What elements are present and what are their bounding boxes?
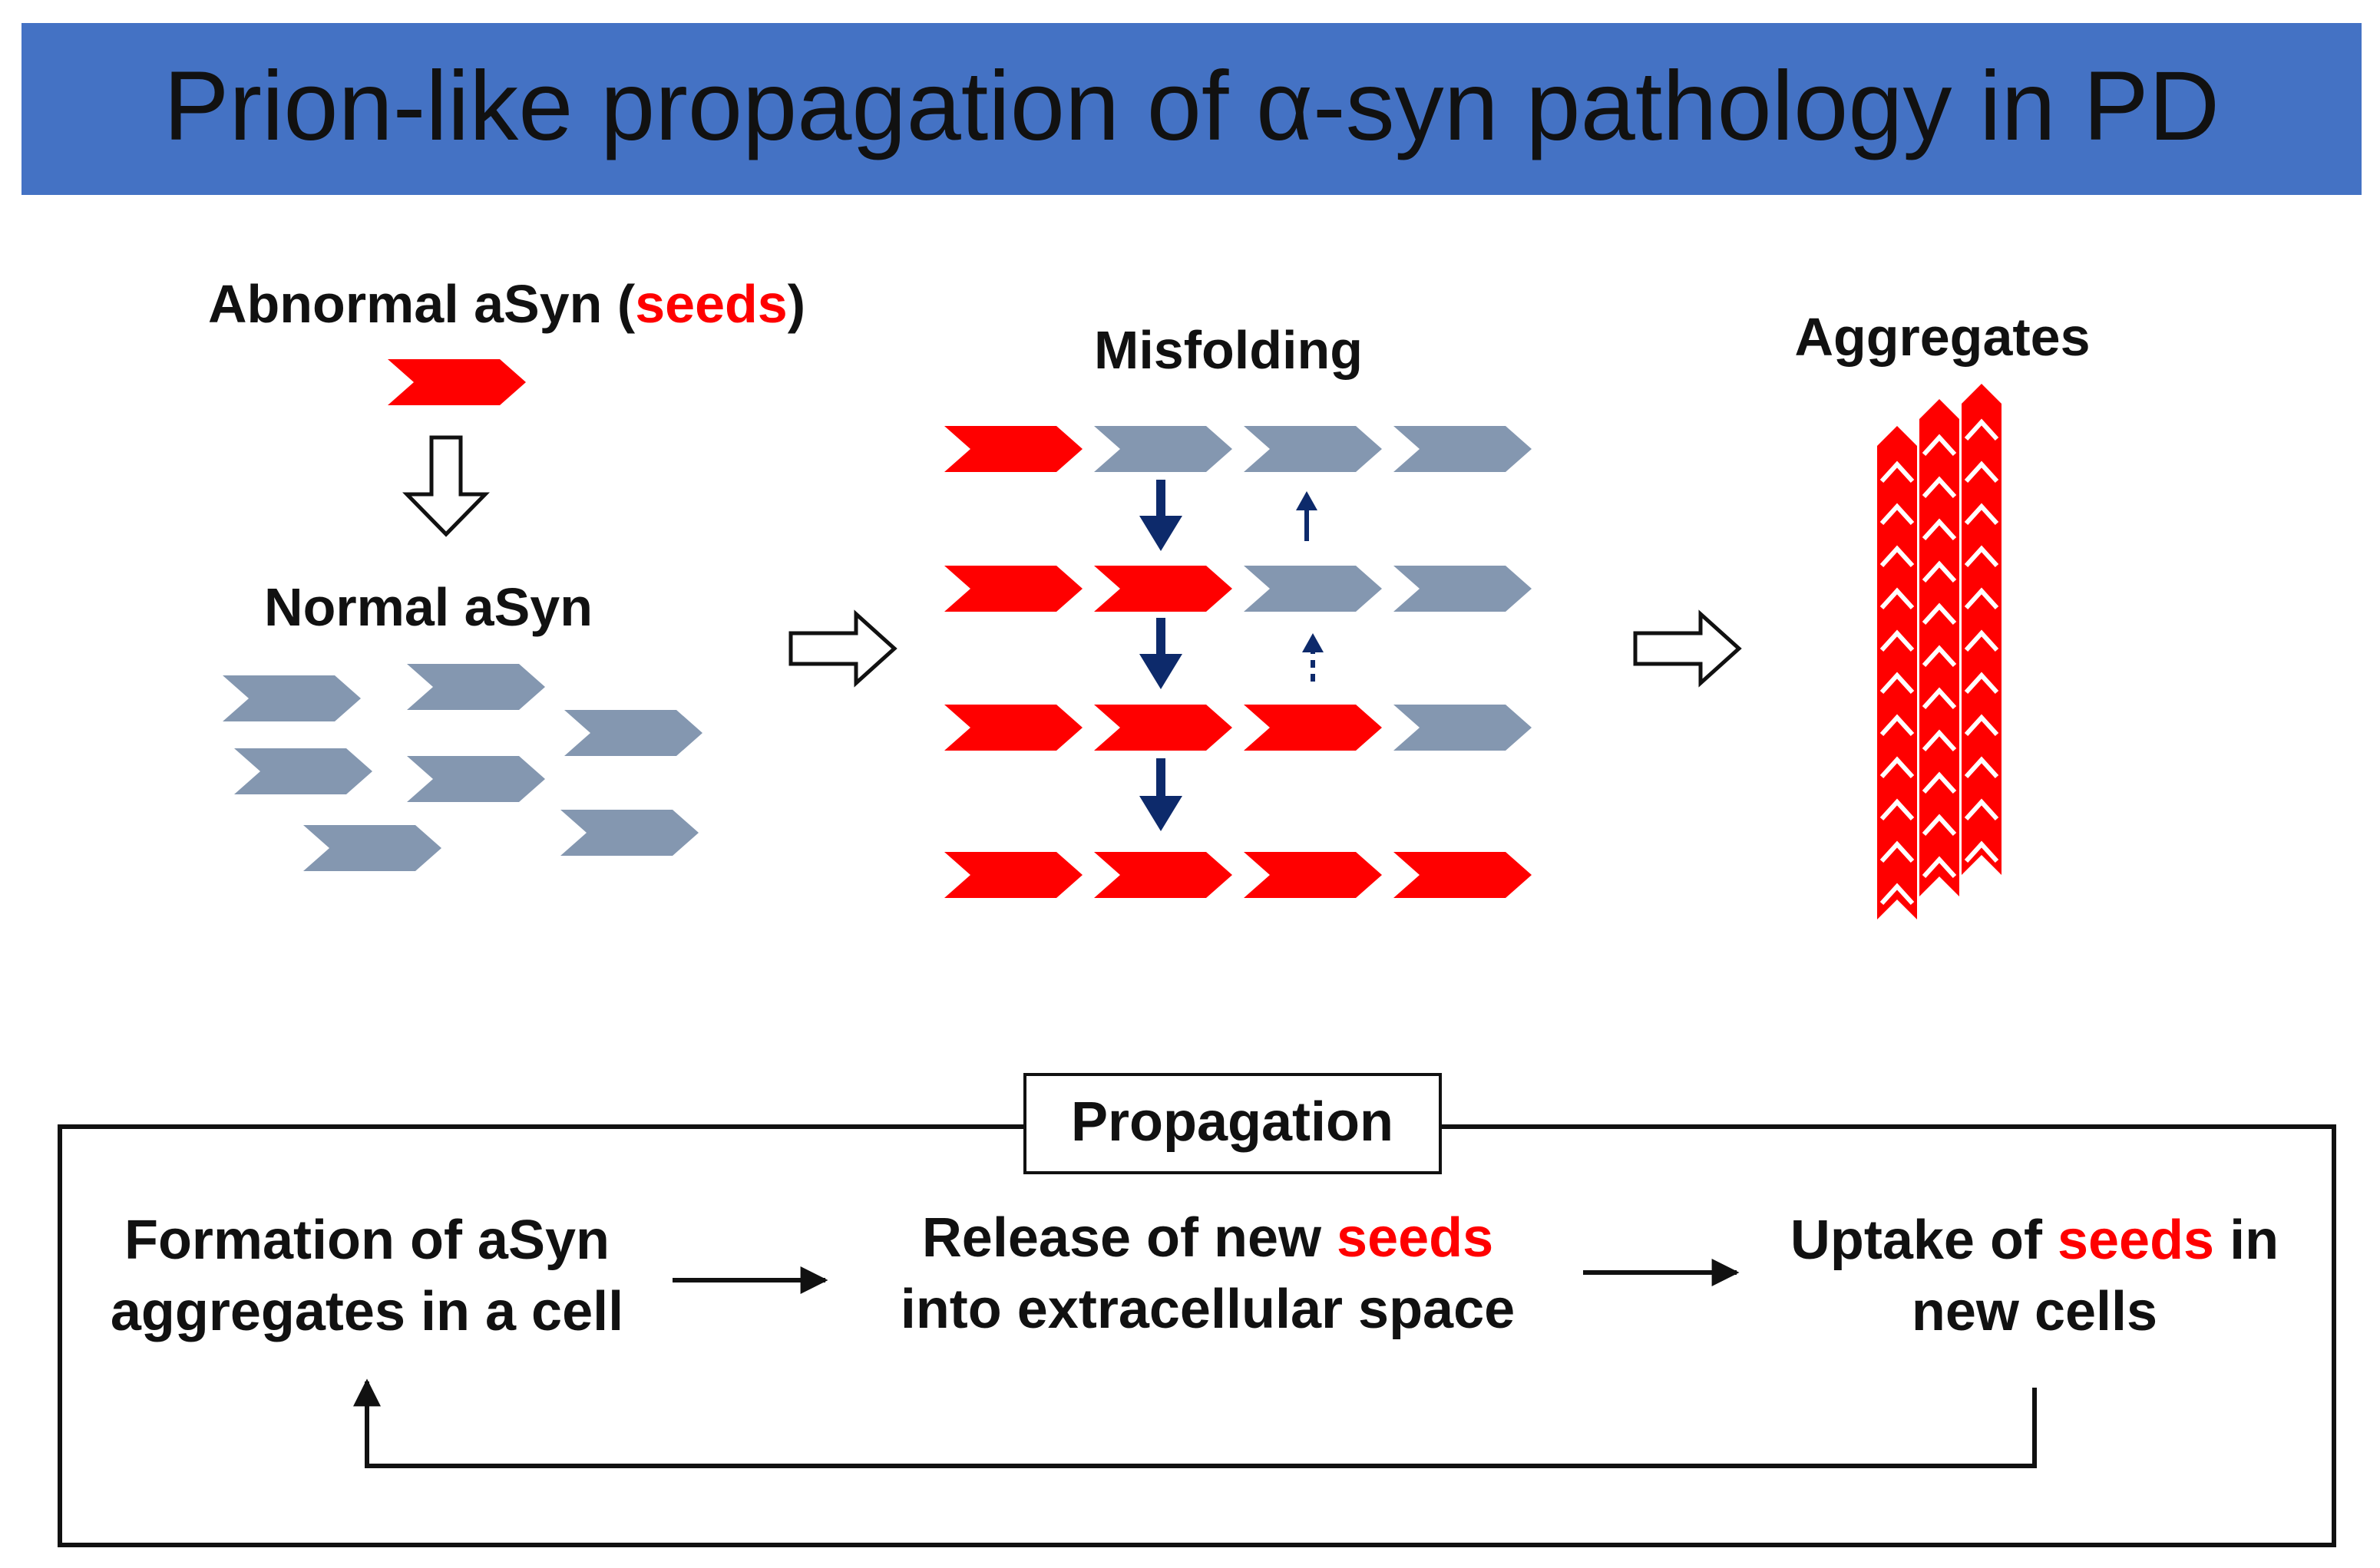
aggregate-notch-3-1	[1964, 418, 1999, 441]
aggregate-notch-1-3	[1879, 545, 1915, 568]
hollow-down-arrow	[402, 435, 490, 537]
propagation-title-box	[1023, 1073, 1442, 1174]
normal-chevron-4	[234, 748, 372, 794]
aggregate-notch-3-11	[1964, 840, 1999, 863]
dashed-up-arrow-head	[1302, 633, 1324, 652]
aggregate-notch-1-10	[1879, 840, 1915, 863]
propagation-title: Propagation	[1071, 1091, 1393, 1153]
title-band	[21, 23, 2362, 195]
normal-asyn-chevrons	[223, 664, 702, 871]
misfold-chevron-r4-c3	[1244, 852, 1382, 898]
misfold-chevron-r1-c4	[1393, 426, 1532, 472]
misfold-chevron-r2-c3	[1244, 566, 1382, 612]
aggregate-column-3	[1962, 384, 2002, 875]
aggregate-notch-2-6	[1922, 645, 1957, 668]
misfolding-grid	[944, 426, 1532, 898]
conversion-arrow-1-head	[1139, 516, 1182, 551]
aggregate-notch-3-9	[1964, 756, 1999, 779]
misfold-chevron-r3-c1	[944, 705, 1083, 751]
feedback-loop-arrow	[353, 1378, 2037, 1468]
aggregate-notch-2-3	[1922, 518, 1957, 541]
aggregate-notch-3-5	[1964, 587, 1999, 610]
aggregate-notch-2-5	[1922, 602, 1957, 626]
aggregate-fibril	[1877, 384, 2002, 919]
normal-chevron-1	[223, 675, 361, 721]
aggregate-notch-1-9	[1879, 798, 1915, 821]
propagation-box	[58, 1124, 2336, 1547]
aggregate-notch-1-5	[1879, 629, 1915, 652]
step-formation-line-1: Formation of aSyn	[124, 1210, 610, 1271]
misfold-chevron-r1-c2	[1094, 426, 1232, 472]
seeds-highlight: seeds	[635, 274, 787, 334]
misfold-chevron-r4-c4	[1393, 852, 1532, 898]
misfold-chevron-r4-c1	[944, 852, 1083, 898]
abnormal-asyn-label: Abnormal aSyn (seeds)	[208, 274, 805, 334]
step-uptake-line-1: Uptake of seeds in	[1790, 1210, 2279, 1271]
normal-chevron-3	[564, 710, 702, 756]
normal-chevron-5	[407, 756, 545, 802]
step-formation-line-2: aggregates in a cell	[111, 1281, 623, 1342]
page-title: Prion-like propagation of α-syn patholog…	[164, 51, 2220, 161]
aggregate-notch-2-7	[1922, 687, 1957, 710]
misfold-chevron-r3-c4	[1393, 705, 1532, 751]
aggregate-notch-2-1	[1922, 434, 1957, 457]
aggregate-notch-1-8	[1879, 756, 1915, 779]
aggregate-notch-1-2	[1879, 503, 1915, 526]
normal-chevron-7	[560, 810, 699, 856]
aggregate-notch-3-3	[1964, 503, 1999, 526]
conversion-arrows	[1139, 480, 1324, 831]
misfolding-label: Misfolding	[1094, 320, 1363, 380]
step-release-line-1: Release of new seeds	[922, 1207, 1493, 1269]
thin-up-arrow-head	[1296, 491, 1317, 510]
misfold-chevron-r4-c2	[1094, 852, 1232, 898]
aggregate-notch-2-10	[1922, 814, 1957, 837]
aggregate-notch-3-4	[1964, 545, 1999, 568]
misfold-chevron-r2-c2	[1094, 566, 1232, 612]
normal-chevron-2	[407, 664, 545, 710]
aggregate-notch-1-7	[1879, 714, 1915, 737]
misfold-chevron-r3-c3	[1244, 705, 1382, 751]
misfold-chevron-r1-c1	[944, 426, 1083, 472]
aggregate-notch-2-9	[1922, 771, 1957, 794]
misfold-chevron-r2-c1	[944, 566, 1083, 612]
aggregate-notch-3-6	[1964, 629, 1999, 652]
aggregate-notch-3-8	[1964, 714, 1999, 737]
normal-chevron-6	[303, 825, 441, 871]
misfold-chevron-r1-c3	[1244, 426, 1382, 472]
misfold-chevron-r2-c4	[1393, 566, 1532, 612]
conversion-arrow-3-head	[1139, 796, 1182, 831]
misfold-chevron-r3-c2	[1094, 705, 1232, 751]
aggregate-notch-2-4	[1922, 560, 1957, 583]
aggregate-notch-2-2	[1922, 476, 1957, 499]
conversion-arrow-2-head	[1139, 654, 1182, 689]
aggregate-notch-3-7	[1964, 672, 1999, 695]
hollow-right-arrow-2	[1633, 609, 1742, 688]
aggregate-notch-1-6	[1879, 672, 1915, 695]
step-release-line-2: into extracellular space	[901, 1279, 1515, 1340]
aggregate-notch-2-11	[1922, 856, 1957, 879]
aggregate-notch-2-8	[1922, 729, 1957, 752]
normal-asyn-label: Normal aSyn	[264, 577, 593, 637]
aggregate-notch-1-4	[1879, 587, 1915, 610]
step-uptake-line-2: new cells	[1912, 1281, 2157, 1342]
aggregate-notch-3-2	[1964, 460, 1999, 484]
aggregate-notch-1-1	[1879, 460, 1915, 484]
aggregate-notch-3-10	[1964, 798, 1999, 821]
seeds-highlight-uptake: seeds	[2058, 1210, 2214, 1271]
hollow-right-arrow-1	[788, 609, 897, 688]
seed-chevron-shape	[388, 359, 526, 405]
seeds-highlight-release: seeds	[1337, 1207, 1493, 1269]
aggregates-label: Aggregates	[1794, 307, 2090, 367]
seed-chevron	[388, 359, 526, 405]
aggregate-notch-1-11	[1879, 883, 1915, 906]
